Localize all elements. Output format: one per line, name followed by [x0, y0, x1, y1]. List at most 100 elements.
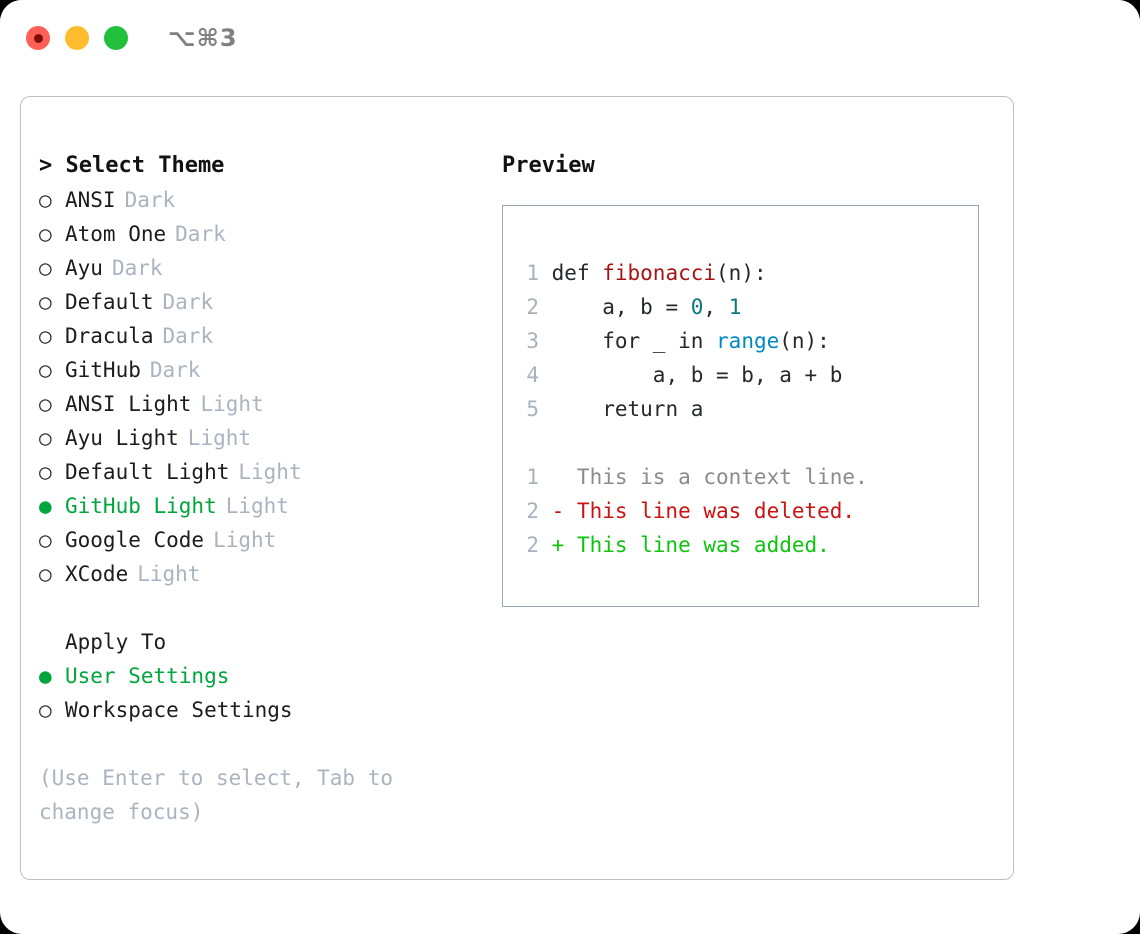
- theme-option-atom-one[interactable]: ○ Atom One Dark: [39, 217, 489, 251]
- line-number: 1: [526, 465, 539, 489]
- theme-option-label: ANSI: [65, 188, 116, 212]
- radio-unselected-icon: ○: [39, 188, 52, 212]
- maximize-window-icon[interactable]: [104, 26, 128, 50]
- select-theme-header: > Select Theme: [39, 153, 225, 178]
- code-line: 4 a, b = b, a + b: [517, 358, 868, 392]
- apply-to-option-list[interactable]: ● User Settings ○ Workspace Settings: [39, 659, 489, 727]
- preview-header: Preview: [502, 153, 595, 178]
- diff-line-text: - This line was deleted.: [539, 499, 856, 523]
- theme-option-default-light[interactable]: ○ Default Light Light: [39, 455, 489, 489]
- code-token-plain: (n):: [779, 329, 830, 353]
- diff-line-text: This is a context line.: [539, 465, 868, 489]
- apply-to-option-user-settings[interactable]: ● User Settings: [39, 659, 489, 693]
- theme-variant-tag: Light: [137, 562, 201, 586]
- code-line: 3 for _ in range(n):: [517, 324, 868, 358]
- radio-selected-icon: ●: [39, 494, 52, 518]
- code-line: 2 a, b = 0, 1: [517, 290, 868, 324]
- line-number: 1: [526, 261, 539, 285]
- gutter-space: [539, 397, 552, 421]
- diff-line-add: 2 + This line was added.: [517, 528, 868, 562]
- theme-option-label: Ayu: [65, 256, 103, 280]
- theme-variant-tag: Light: [187, 426, 252, 450]
- keyboard-hint-text: (Use Enter to select, Tab to change focu…: [39, 766, 406, 824]
- theme-variant-tag: Dark: [162, 290, 214, 314]
- radio-unselected-icon: ○: [39, 460, 52, 484]
- title-bar: ⌥⌘3: [0, 0, 1140, 78]
- radio-unselected-icon: ○: [39, 256, 52, 280]
- theme-option-label: Ayu Light: [65, 426, 179, 450]
- radio-unselected-icon: ○: [39, 392, 52, 416]
- radio-unselected-icon: ○: [39, 222, 52, 246]
- theme-variant-tag: Dark: [149, 358, 201, 382]
- line-number: 3: [526, 329, 539, 353]
- radio-unselected-icon: ○: [39, 426, 52, 450]
- diff-line-text: + This line was added.: [539, 533, 830, 557]
- minimize-window-icon[interactable]: [65, 26, 89, 50]
- theme-option-label: Dracula: [65, 324, 154, 348]
- code-token-num: 0: [690, 295, 704, 319]
- diff-line-ctx: 1 This is a context line.: [517, 460, 868, 494]
- line-number: 2: [526, 533, 539, 557]
- code-diff-separator: [517, 426, 868, 460]
- code-token-plain: for _ in: [551, 329, 717, 353]
- radio-unselected-icon: ○: [39, 358, 52, 382]
- code-token-fn: fibonacci: [602, 261, 717, 285]
- line-number: 2: [526, 295, 539, 319]
- code-token-plain: a, b =: [551, 295, 691, 319]
- line-number: 5: [526, 397, 539, 421]
- apply-to-option-workspace-settings[interactable]: ○ Workspace Settings: [39, 693, 489, 727]
- theme-option-label: Atom One: [65, 222, 167, 246]
- traffic-lights: [26, 26, 128, 50]
- code-token-plain: (n):: [716, 261, 767, 285]
- gutter-space: [539, 363, 552, 387]
- theme-option-default[interactable]: ○ Default Dark: [39, 285, 489, 319]
- theme-option-label: Default Light: [65, 460, 230, 484]
- close-window-icon[interactable]: [26, 26, 50, 50]
- theme-option-label: Default: [65, 290, 154, 314]
- theme-option-github[interactable]: ○ GitHub Dark: [39, 353, 489, 387]
- theme-option-label: Google Code: [65, 528, 205, 552]
- gutter-space: [539, 261, 552, 285]
- radio-unselected-icon: ○: [39, 324, 52, 348]
- code-line: 5 return a: [517, 392, 868, 426]
- theme-variant-tag: Light: [238, 460, 302, 484]
- code-token-plain: def: [551, 261, 603, 285]
- radio-unselected-icon: ○: [39, 698, 52, 722]
- code-token-builtin: range: [716, 329, 780, 353]
- gutter-space: [539, 329, 552, 353]
- theme-variant-tag: Dark: [175, 222, 226, 246]
- line-number: 4: [526, 363, 539, 387]
- code-token-num: 1: [728, 295, 742, 319]
- section-spacer: [39, 591, 489, 625]
- theme-option-label: XCode: [65, 562, 129, 586]
- radio-selected-icon: ●: [39, 664, 52, 688]
- theme-variant-tag: Light: [213, 528, 277, 552]
- diff-line-del: 2 - This line was deleted.: [517, 494, 868, 528]
- code-token-plain: return a: [551, 397, 704, 421]
- apply-to-option-label: Workspace Settings: [65, 698, 293, 722]
- keyboard-shortcut-label: ⌥⌘3: [168, 24, 238, 52]
- gutter-space: [539, 295, 552, 319]
- theme-option-ansi[interactable]: ○ ANSI Dark: [39, 183, 489, 217]
- apply-to-option-label: User Settings: [65, 664, 230, 688]
- theme-variant-tag: Dark: [124, 188, 176, 212]
- preview-column: Preview 1 def fibonacci(n):2 a, b = 0, 1…: [502, 149, 992, 607]
- radio-unselected-icon: ○: [39, 290, 52, 314]
- theme-option-label: GitHub: [65, 358, 141, 382]
- apply-to-header: Apply To: [65, 630, 167, 654]
- theme-option-ayu-light[interactable]: ○ Ayu Light Light: [39, 421, 489, 455]
- code-token-plain: ,: [703, 295, 729, 319]
- line-number: 2: [526, 499, 539, 523]
